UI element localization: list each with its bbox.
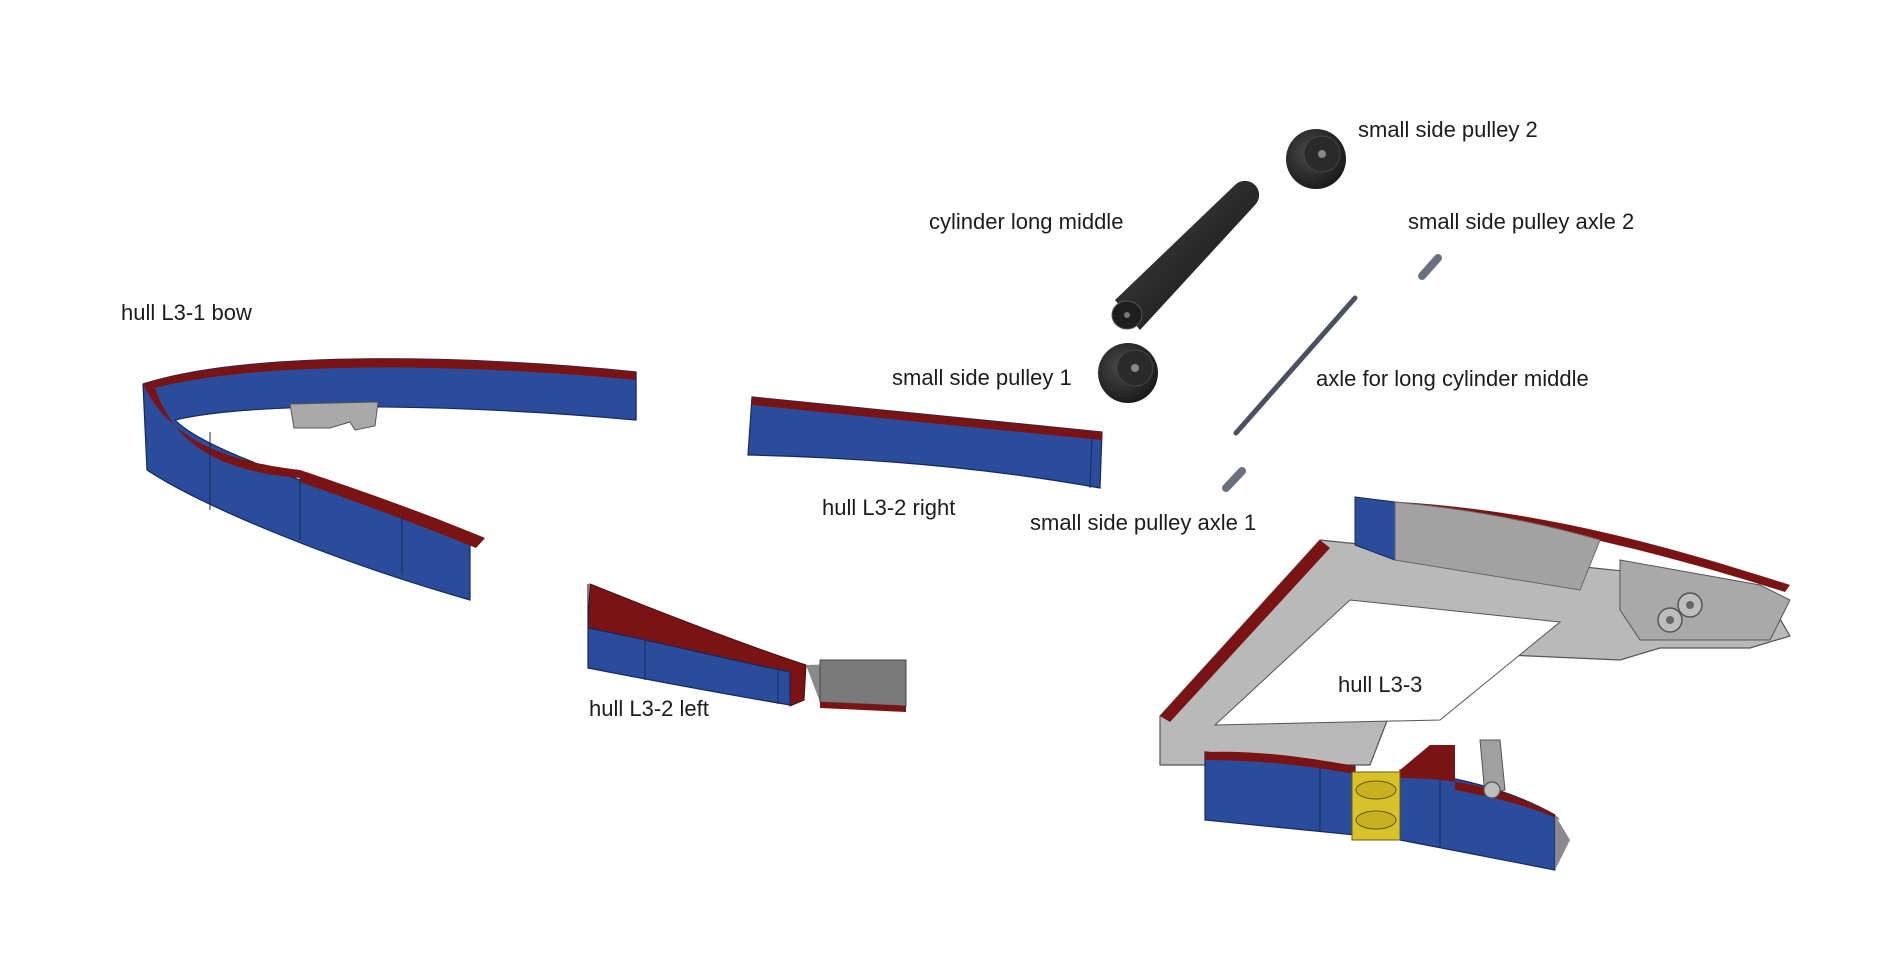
small-side-pulley-1-part bbox=[1098, 343, 1158, 403]
axle-long-cylinder-part bbox=[1233, 295, 1358, 436]
hull-l3-2-left-part bbox=[587, 583, 907, 712]
label-small-side-pulley-2: small side pulley 2 bbox=[1358, 117, 1538, 142]
label-small-side-pulley-1: small side pulley 1 bbox=[892, 365, 1072, 390]
label-axle-for-long-cylinder-middle: axle for long cylinder middle bbox=[1316, 366, 1589, 391]
label-hull-l3-2-right: hull L3-2 right bbox=[822, 495, 956, 520]
label-small-side-pulley-axle-2: small side pulley axle 2 bbox=[1408, 209, 1635, 234]
hull-l3-2-right-part bbox=[747, 396, 1103, 489]
small-side-pulley-2-part bbox=[1286, 129, 1346, 189]
label-hull-l3-3: hull L3-3 bbox=[1338, 672, 1423, 697]
cylinder-long-middle-part bbox=[1111, 180, 1260, 330]
label-hull-l3-2-left: hull L3-2 left bbox=[589, 696, 709, 721]
label-cylinder-long-middle: cylinder long middle bbox=[929, 209, 1124, 234]
small-side-pulley-axle-1-part bbox=[1222, 467, 1246, 492]
hull-l3-1-bow-part bbox=[142, 358, 637, 601]
hull-l3-3-part bbox=[1159, 496, 1791, 871]
label-small-side-pulley-axle-1: small side pulley axle 1 bbox=[1030, 510, 1257, 535]
label-hull-l3-1-bow: hull L3-1 bow bbox=[121, 300, 252, 325]
small-side-pulley-axle-2-part bbox=[1418, 254, 1442, 280]
